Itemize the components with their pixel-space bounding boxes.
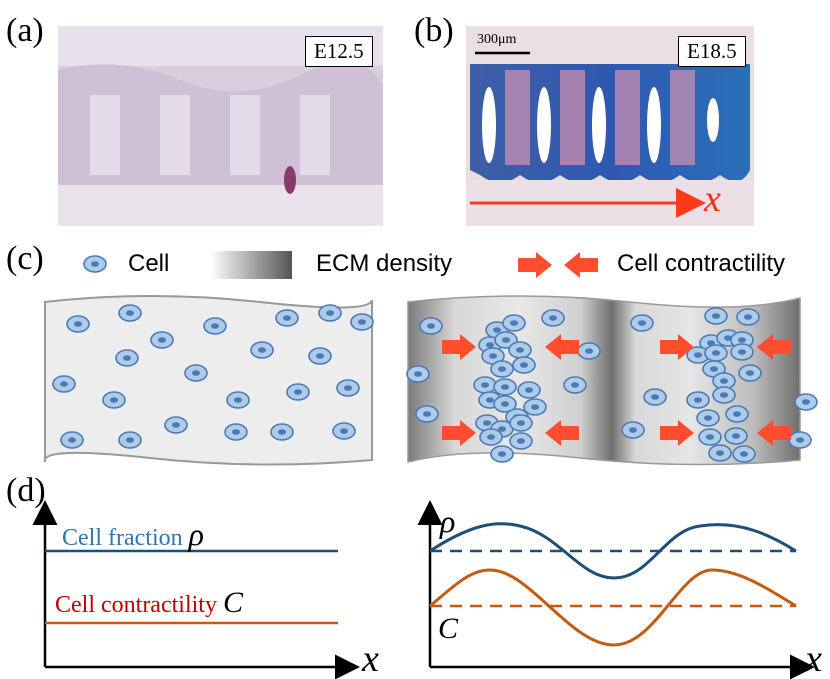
cell-icon [736, 308, 760, 326]
cell-icon [493, 378, 517, 396]
cell-icon [66, 315, 90, 333]
legend-ecm-label: ECM density [316, 250, 453, 277]
cell-icon [708, 444, 732, 462]
cell-icon [509, 432, 533, 450]
cell-icon [102, 391, 126, 409]
cell-icon [60, 431, 84, 449]
cell-icon [704, 307, 728, 325]
cell-icon [226, 391, 250, 409]
cell-icon [712, 386, 736, 404]
cell-icon [336, 379, 360, 397]
c-symbol-left: C [222, 586, 243, 619]
cell-icon [698, 428, 722, 446]
cell-icon [730, 343, 754, 361]
contractility-label: Cell contractility C [55, 588, 243, 618]
cell-icon [275, 309, 299, 327]
x-axis-label-b: x [704, 178, 721, 220]
cell-icon [203, 317, 227, 335]
rho-label: Cell fraction ρ [62, 518, 204, 550]
cell-icon [508, 341, 532, 359]
legend-graphics [83, 251, 598, 279]
cell-icon [406, 365, 430, 383]
cell-icon [490, 445, 514, 463]
stage-label-e18-5: E18.5 [678, 36, 746, 68]
plot-patterned [417, 500, 815, 679]
legend-cell-icon [83, 255, 107, 273]
cell-icon [118, 304, 142, 322]
scale-bar-label: 300μm [477, 32, 517, 47]
cell-icon [788, 431, 812, 449]
cell-icon [473, 376, 497, 394]
legend-arrow-left-icon [564, 252, 598, 278]
x-axis-label-d-left: x [362, 638, 379, 679]
x-axis-label-d-right: x [805, 638, 822, 679]
cell-icon [52, 375, 76, 393]
c-symbol-right: C [438, 612, 459, 645]
legend-arrow-right-icon [518, 252, 552, 278]
cell-icon [725, 405, 749, 423]
cell-icon [512, 356, 536, 374]
contractility-label-text: Cell contractility [55, 592, 217, 618]
panel-label-d: (d) [6, 472, 46, 509]
cell-icon [250, 341, 274, 359]
cell-icon [724, 427, 748, 445]
cell-icon [732, 445, 756, 463]
cell-icon [630, 314, 654, 332]
cell-icon [704, 344, 728, 362]
cell-icon [621, 421, 645, 439]
legend-cell-label: Cell [128, 250, 170, 277]
cell-icon [577, 342, 601, 360]
cell-icon [224, 423, 248, 441]
cell-icon [419, 317, 443, 335]
cell-icon [115, 349, 139, 367]
cell-icon [164, 416, 188, 434]
rho-label-text: Cell fraction [62, 525, 183, 551]
cell-icon [794, 393, 818, 411]
panel-label-b: (b) [414, 12, 454, 49]
cell-icon [523, 398, 547, 416]
cell-icon [350, 313, 374, 331]
rho-symbol-right: ρ [440, 503, 456, 539]
cell-icon [643, 388, 667, 406]
cell-icon [286, 383, 310, 401]
plot-uniform [32, 500, 360, 679]
cell-icon [118, 431, 142, 449]
cell-icon [150, 331, 174, 349]
panel-label-a: (a) [6, 12, 44, 49]
cell-icon [517, 381, 541, 399]
panel-label-c: (c) [6, 240, 44, 277]
cell-icon [308, 347, 332, 365]
cell-icon [509, 414, 533, 432]
cell-icon [318, 304, 342, 322]
cell-icon [696, 409, 720, 427]
cell-icon [738, 364, 762, 382]
rho-curve [429, 522, 797, 580]
cell-icon [415, 405, 439, 423]
legend-contractility-label: Cell contractility [617, 250, 786, 277]
cell-icon [541, 309, 565, 327]
cell-icon [563, 376, 587, 394]
cell-icon [502, 314, 526, 332]
cell-icon [686, 391, 710, 409]
strip-uniform [43, 295, 373, 466]
cell-icon [270, 423, 294, 441]
contractility-curve [429, 568, 797, 647]
stage-label-e12-5: E12.5 [305, 36, 373, 68]
cell-icon [490, 360, 514, 378]
cell-icon [184, 364, 208, 382]
cell-icon [479, 428, 503, 446]
rho-symbol-left: ρ [188, 516, 204, 552]
legend-ecm-gradient [210, 251, 292, 279]
cell-icon [332, 422, 356, 440]
